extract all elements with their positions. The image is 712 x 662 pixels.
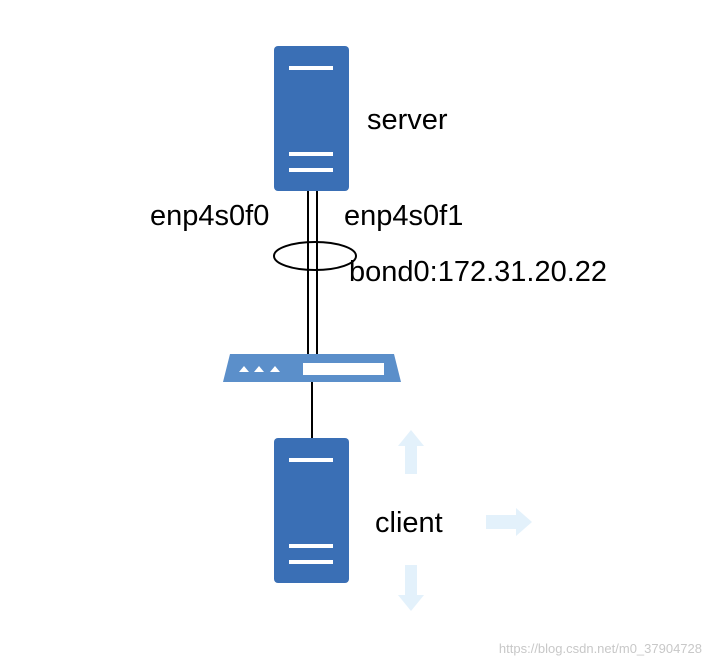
server-icon [274, 46, 349, 191]
bond-ellipse [273, 241, 357, 271]
switch-icon [223, 354, 401, 382]
interface-label-left: enp4s0f0 [150, 200, 270, 232]
client-label: client [375, 507, 443, 539]
arrow-down-icon [398, 565, 424, 611]
client-icon [274, 438, 349, 583]
watermark-text: https://blog.csdn.net/m0_37904728 [498, 641, 702, 656]
arrow-right-icon [486, 508, 532, 536]
arrow-up-icon [398, 430, 424, 474]
interface-label-right: enp4s0f1 [344, 200, 464, 232]
bonded-link [307, 191, 318, 354]
bond-label: bond0:172.31.20.22 [349, 256, 608, 288]
server-label: server [367, 104, 448, 136]
